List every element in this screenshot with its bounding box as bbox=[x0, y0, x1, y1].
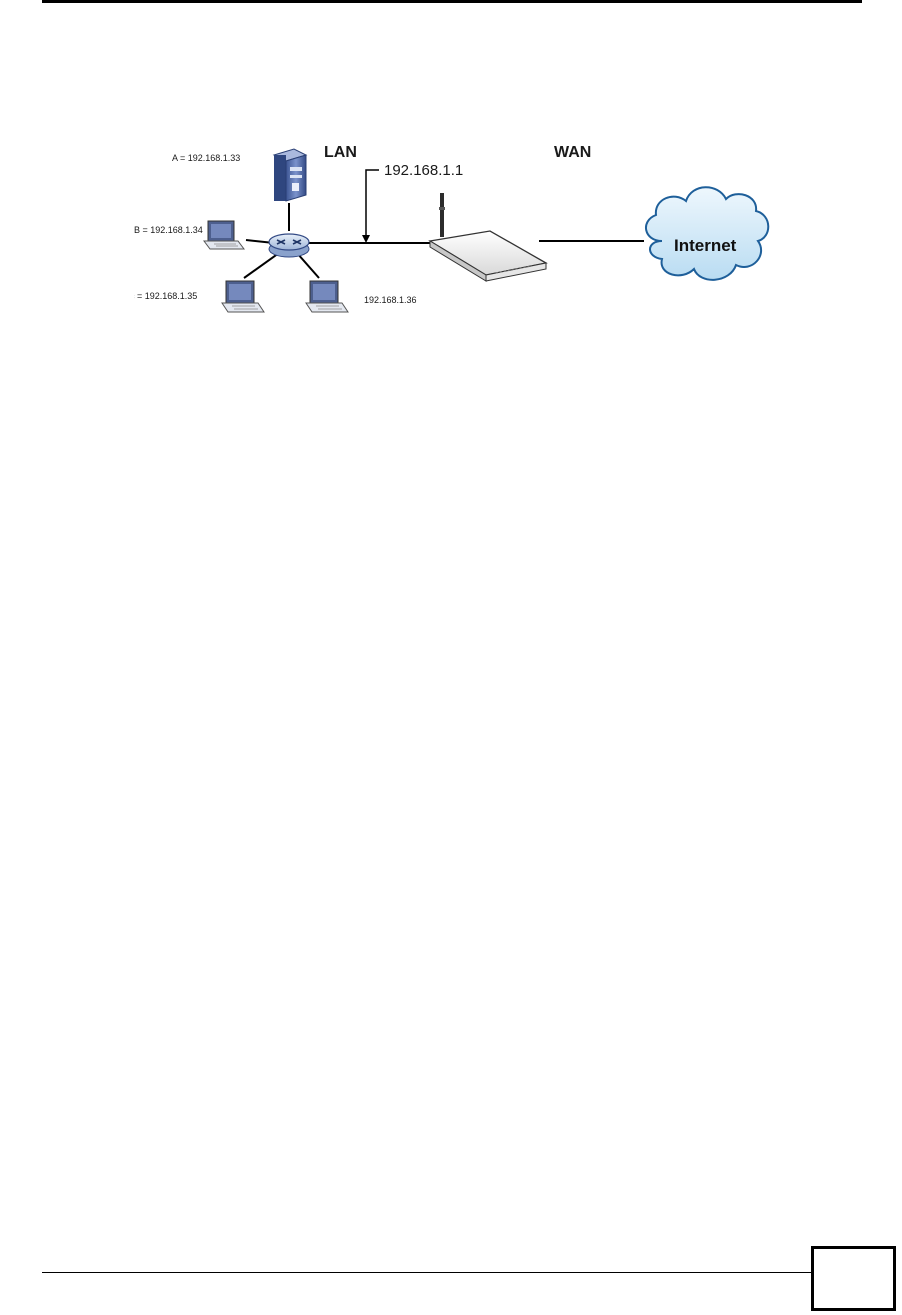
server-tower-icon bbox=[274, 149, 306, 201]
host-d-label: 192.168.1.36 bbox=[364, 295, 417, 305]
wireless-router-icon bbox=[430, 193, 546, 281]
laptop-d-icon bbox=[306, 281, 348, 312]
footer-rule bbox=[42, 1272, 812, 1273]
hub-icon bbox=[269, 234, 309, 257]
link-laptopc-hub bbox=[244, 253, 279, 278]
laptop-c-icon bbox=[222, 281, 264, 312]
wan-label: WAN bbox=[554, 145, 591, 161]
host-c-label: c = 192.168.1.35 bbox=[134, 291, 197, 301]
internet-cloud-icon bbox=[646, 187, 768, 280]
host-b-label: B = 192.168.1.34 bbox=[134, 225, 203, 235]
gateway-arrowhead bbox=[362, 235, 370, 243]
page-number-box bbox=[811, 1246, 896, 1311]
network-diagram: A = 192.168.1.33 B = 192.168.1.34 c = 19… bbox=[134, 145, 774, 320]
lan-label: LAN bbox=[324, 145, 357, 161]
laptop-b-icon bbox=[204, 221, 244, 249]
link-laptopd-hub bbox=[297, 253, 319, 278]
gateway-callout-line bbox=[366, 170, 379, 241]
header-rule bbox=[42, 0, 862, 3]
gateway-ip-label: 192.168.1.1 bbox=[384, 162, 463, 179]
host-a-label: A = 192.168.1.33 bbox=[172, 153, 240, 163]
internet-label: Internet bbox=[674, 236, 737, 255]
